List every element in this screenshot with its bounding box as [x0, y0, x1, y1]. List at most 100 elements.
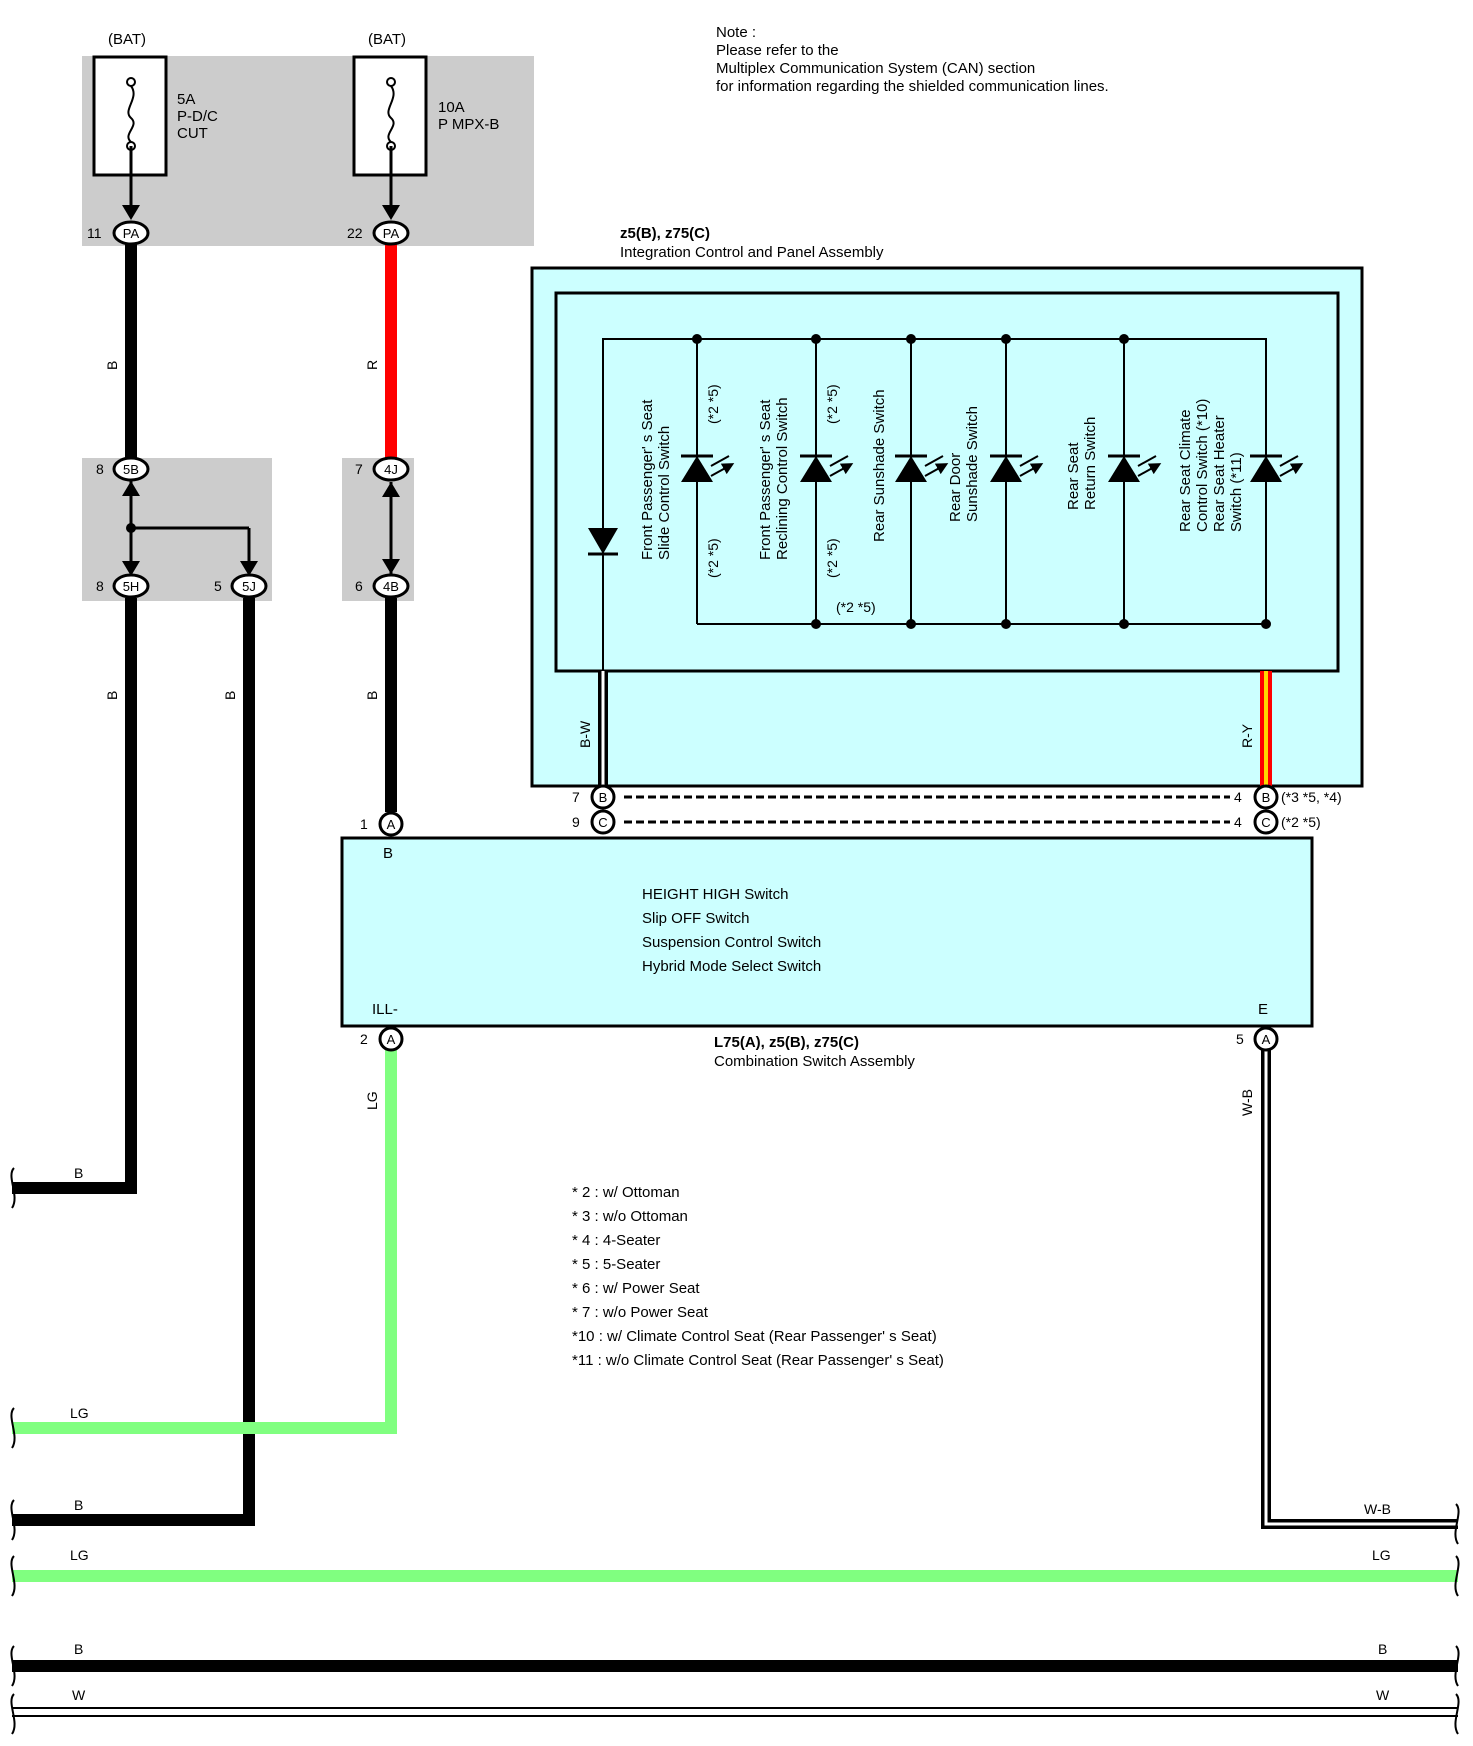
connector-5b: 8 5B — [96, 456, 150, 482]
footnote-line: *10 : w/ Climate Control Seat (Rear Pass… — [572, 1328, 937, 1345]
connector-code: B — [1262, 790, 1271, 805]
connector-code: PA — [383, 226, 400, 241]
switch-label-line: Reclining Control Switch — [774, 397, 791, 560]
wire-color-label: B — [222, 691, 238, 700]
fuse-name-line: CUT — [177, 125, 208, 142]
connector-4j: 7 4J — [355, 456, 410, 482]
bus-label: B — [74, 1165, 83, 1181]
switch-label-line: Rear Seat — [1065, 442, 1082, 510]
footnote-line: * 6 : w/ Power Seat — [572, 1280, 700, 1297]
terminal-label: ILL- — [372, 1001, 398, 1018]
switch-label-rear-sunshade: Rear Sunshade Switch — [871, 389, 888, 542]
fuse-element-icon — [127, 85, 135, 143]
fuse-source-label: (BAT) — [108, 31, 146, 48]
fuse-10a-p-mpx-b: (BAT) 10A P MPX-B — [352, 31, 499, 220]
switch-label-slide: Front Passenger' s Seat Slide Control Sw… — [639, 399, 673, 560]
function-line: HEIGHT HIGH Switch — [642, 886, 788, 903]
led-icon — [681, 454, 729, 482]
fuse-rating: 10A — [438, 99, 465, 116]
connector-panel-left-b: 7 B — [572, 784, 616, 810]
variant-note: (*3 *5, *4) — [1281, 789, 1342, 805]
connector-code: 5H — [123, 579, 140, 594]
switch-label-rear-seat-return: Rear Seat Return Switch — [1065, 417, 1099, 510]
pin-number: 5 — [214, 578, 222, 594]
footnotes: * 2 : w/ Ottoman * 3 : w/o Ottoman * 4 :… — [572, 1184, 944, 1369]
variant-note: (*2 *5) — [824, 384, 840, 424]
switch-label-line: Rear Door — [947, 453, 964, 522]
integration-panel-header: z5(B), z75(C) Integration Control and Pa… — [620, 225, 884, 261]
switch-label-line: Rear Seat Heater — [1211, 415, 1228, 532]
note-line: Multiplex Communication System (CAN) sec… — [716, 60, 1035, 77]
switch-label-line: Front Passenger' s Seat — [757, 399, 774, 560]
pin-number: 9 — [572, 814, 580, 830]
function-line: Suspension Control Switch — [642, 934, 821, 951]
footnote-line: *11 : w/o Climate Control Seat (Rear Pas… — [572, 1352, 944, 1369]
footnote-line: * 7 : w/o Power Seat — [572, 1304, 709, 1321]
pin-number: 4 — [1234, 814, 1242, 830]
fuse-rating: 5A — [177, 91, 195, 108]
switch-label-line: Sunshade Switch — [964, 406, 981, 522]
pin-number: 8 — [96, 578, 104, 594]
function-line: Hybrid Mode Select Switch — [642, 958, 821, 975]
bus-label: B — [1378, 1641, 1387, 1657]
combination-switch-box — [340, 836, 1314, 1028]
pin-number: 22 — [347, 225, 363, 241]
pin-number: 5 — [1236, 1031, 1244, 1047]
bus-label: B — [74, 1641, 83, 1657]
fuse-name-line: P MPX-B — [438, 116, 499, 133]
connector-code: PA — [123, 226, 140, 241]
fuse-name-line: P-D/C — [177, 108, 218, 125]
note-line: for information regarding the shielded c… — [716, 78, 1109, 95]
connector-combo-top-a1: 1 A — [360, 811, 404, 837]
led-icon — [895, 454, 943, 482]
wire-color-label: B — [364, 691, 380, 700]
wire-color-label: W-B — [1239, 1089, 1255, 1116]
variant-note: (*2 *5) — [836, 599, 876, 615]
switch-label-line: Rear Sunshade Switch — [871, 389, 888, 542]
note: Note : Please refer to the Multiplex Com… — [716, 24, 1109, 95]
connector-combo-a5: 5 A — [1236, 1026, 1279, 1052]
connector-pa-11: 11 PA — [87, 220, 150, 246]
panel-junction-dots — [692, 334, 1271, 629]
terminal-label: B — [383, 845, 393, 862]
fuse-5a-p-dc-cut: (BAT) 5A P-D/C CUT — [92, 31, 218, 220]
switch-label-line: Switch (*11) — [1228, 452, 1245, 532]
connector-code: 5J — [242, 579, 256, 594]
connector-5j: 5 5J — [214, 573, 268, 599]
connector-code: C — [1261, 815, 1270, 830]
wire-color-label: B-W — [577, 720, 593, 748]
wire-color-label: B — [104, 691, 120, 700]
connector-code: 4B — [383, 579, 399, 594]
pin-number: 6 — [355, 578, 363, 594]
connector-code: 4J — [384, 462, 398, 477]
connector-panel-right-b: 4 B (*3 *5, *4) — [1234, 784, 1342, 810]
connector-code: A — [387, 1032, 396, 1047]
variant-note: (*2 *5) — [824, 538, 840, 578]
component-name: Combination Switch Assembly — [714, 1053, 915, 1070]
led-icon — [1108, 454, 1156, 482]
note-line: Note : — [716, 24, 756, 41]
function-line: Slip OFF Switch — [642, 910, 750, 927]
pin-number: 11 — [87, 225, 102, 241]
connector-panel-left-c: 9 C — [572, 809, 616, 835]
wire-lg-ill — [12, 1050, 397, 1434]
connector-4b: 6 4B — [355, 573, 410, 599]
bus-label: W — [1376, 1687, 1390, 1703]
component-code: z5(B), z75(C) — [620, 225, 710, 242]
bus-label: LG — [1372, 1547, 1391, 1563]
fuse-source-label: (BAT) — [368, 31, 406, 48]
note-line: Please refer to the — [716, 42, 839, 59]
bus-label: W-B — [1364, 1501, 1391, 1517]
connector-code: A — [1262, 1032, 1271, 1047]
variant-note: (*2 *5) — [1281, 814, 1321, 830]
fuse-element-icon — [387, 85, 395, 143]
led-icon — [1250, 454, 1298, 482]
wire-w-b — [1261, 1050, 1458, 1529]
wire-color-label: R-Y — [1239, 723, 1255, 748]
led-icon — [990, 454, 1038, 482]
switch-label-line: Front Passenger' s Seat — [639, 399, 656, 560]
diode-icon — [588, 528, 618, 556]
break-mark-icon — [10, 1167, 1460, 1735]
switch-label-line: Control Switch (*10) — [1194, 399, 1211, 532]
